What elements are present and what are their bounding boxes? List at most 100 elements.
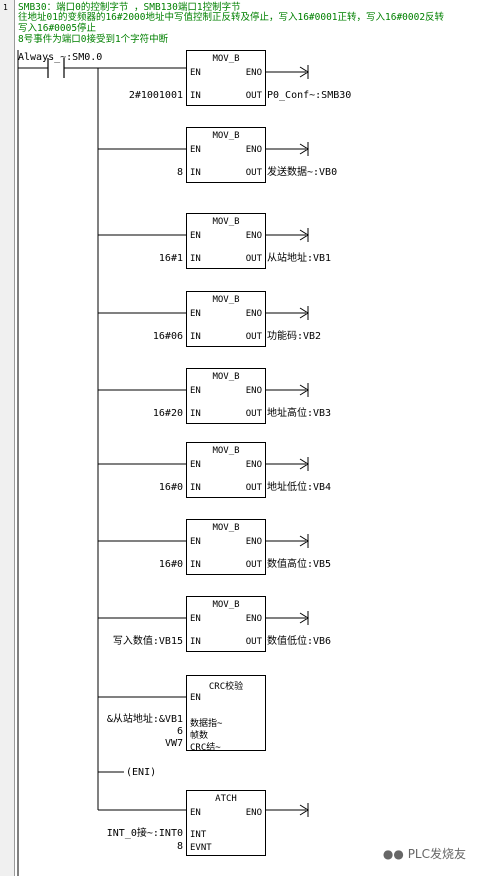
out-value[interactable]: 地址低位:VB4 — [267, 482, 332, 493]
in-pin: IN — [190, 332, 201, 342]
out-pin: OUT — [245, 91, 262, 101]
mov-b-block[interactable]: MOV_B EN ENO IN OUT — [186, 596, 266, 652]
eno-arrow — [299, 142, 309, 156]
in-pin: IN — [190, 483, 201, 493]
out-value[interactable]: 数值低位:VB6 — [267, 636, 332, 647]
atch-int-pin: INT — [190, 830, 207, 840]
en-pin: EN — [190, 460, 201, 470]
en-pin: EN — [190, 537, 201, 547]
out-value[interactable]: 地址高位:VB3 — [267, 408, 332, 419]
out-pin: OUT — [245, 254, 262, 264]
atch-evnt-value[interactable]: 8 — [176, 841, 183, 852]
in-value[interactable]: 16#1 — [158, 253, 183, 264]
network-gutter: 1 — [0, 0, 15, 876]
block-title: MOV_B — [212, 600, 240, 610]
block-title: MOV_B — [212, 54, 240, 64]
eno-pin: ENO — [245, 614, 262, 624]
eno-pin: ENO — [245, 231, 262, 241]
watermark: ●● PLC发烧友 — [383, 845, 466, 862]
eno-arrow — [299, 65, 309, 79]
network-comment-2: 往地址01的变频器的16#2000地址中写值控制正反转及停止，写入16#0001… — [18, 12, 445, 23]
in-pin: IN — [190, 91, 201, 101]
eno-arrow — [299, 383, 309, 397]
in-pin: IN — [190, 409, 201, 419]
mov-b-block[interactable]: MOV_B EN ENO IN OUT — [186, 519, 266, 575]
en-pin: EN — [190, 231, 201, 241]
network-comment-3: 写入16#0005停止 — [18, 23, 97, 34]
atch-block[interactable]: ATCH EN ENO INT EVNT — [186, 790, 266, 856]
out-value[interactable]: 发送数据~:VB0 — [267, 167, 338, 178]
eno-arrow — [299, 228, 309, 242]
eno-pin: ENO — [245, 68, 262, 78]
mov-b-block[interactable]: MOV_B EN ENO IN OUT — [186, 127, 266, 183]
out-value[interactable]: 功能码:VB2 — [267, 331, 322, 342]
eno-arrow — [299, 534, 309, 548]
atch-eno-arrow — [299, 803, 309, 817]
eni-coil-label: ENI — [132, 767, 151, 778]
out-value[interactable]: 从站地址:VB1 — [267, 253, 332, 264]
en-pin: EN — [190, 309, 201, 319]
eno-arrow — [299, 611, 309, 625]
out-pin: OUT — [245, 560, 262, 570]
eni-coil[interactable]: (ENI) — [126, 767, 157, 778]
crc-frame-count-pin: 帧数 — [190, 731, 209, 741]
eno-arrow — [299, 457, 309, 471]
crc-result-value[interactable]: VW7 — [164, 738, 183, 749]
en-pin: EN — [190, 145, 201, 155]
block-title: MOV_B — [212, 446, 240, 456]
wechat-icon: ●● — [382, 847, 404, 861]
block-title: MOV_B — [212, 372, 240, 382]
in-pin: IN — [190, 637, 201, 647]
crc-result-pin: CRC结~ — [190, 743, 221, 753]
out-pin: OUT — [245, 483, 262, 493]
in-value[interactable]: 16#06 — [152, 331, 183, 342]
block-title: MOV_B — [212, 217, 240, 227]
out-pin: OUT — [245, 168, 262, 178]
eno-pin: ENO — [245, 145, 262, 155]
out-pin: OUT — [245, 637, 262, 647]
eno-pin: ENO — [245, 386, 262, 396]
block-title: MOV_B — [212, 131, 240, 141]
block-title: MOV_B — [212, 295, 240, 305]
crc-data-ptr-pin: 数据指~ — [190, 719, 223, 729]
atch-evnt-pin: EVNT — [190, 843, 212, 853]
mov-b-block[interactable]: MOV_B EN ENO IN OUT — [186, 50, 266, 106]
in-value[interactable]: 2#1001001 — [128, 90, 183, 101]
out-pin: OUT — [245, 332, 262, 342]
crc-data-ptr-value[interactable]: &从站地址:&VB1 — [106, 714, 183, 725]
en-pin: EN — [190, 386, 201, 396]
crc-frame-count-value[interactable]: 6 — [176, 726, 183, 737]
atch-int-value[interactable]: INT_0接~:INT0 — [106, 828, 183, 839]
mov-b-block[interactable]: MOV_B EN ENO IN OUT — [186, 442, 266, 498]
in-pin: IN — [190, 560, 201, 570]
in-value[interactable]: 16#0 — [158, 482, 183, 493]
network-comment-1: SMB30：端口0的控制字节 ，SMB130端口1控制字节 — [18, 2, 241, 13]
contact-label[interactable]: Always_~:SM0.0 — [18, 52, 103, 63]
en-pin: EN — [190, 614, 201, 624]
crc-check-block[interactable]: CRC校验 EN 数据指~ 帧数 CRC结~ — [186, 675, 266, 753]
out-value[interactable]: P0_Conf~:SMB30 — [267, 90, 352, 101]
eno-pin: ENO — [245, 537, 262, 547]
block-title: MOV_B — [212, 523, 240, 533]
out-pin: OUT — [245, 409, 262, 419]
in-pin: IN — [190, 254, 201, 264]
in-value[interactable]: 8 — [176, 167, 183, 178]
in-value[interactable]: 16#20 — [152, 408, 183, 419]
atch-eno-pin: ENO — [245, 808, 262, 818]
crc-block-title: CRC校验 — [208, 682, 244, 692]
in-pin: IN — [190, 168, 201, 178]
eno-pin: ENO — [245, 460, 262, 470]
mov-b-block[interactable]: MOV_B EN ENO IN OUT — [186, 368, 266, 424]
eno-arrow — [299, 306, 309, 320]
network-number: 1 — [3, 3, 8, 12]
watermark-text: PLC发烧友 — [407, 847, 466, 861]
mov-b-block[interactable]: MOV_B EN ENO IN OUT — [186, 213, 266, 269]
out-value[interactable]: 数值高位:VB5 — [267, 559, 332, 570]
in-value[interactable]: 16#0 — [158, 559, 183, 570]
en-pin: EN — [190, 68, 201, 78]
atch-en-pin: EN — [190, 808, 201, 818]
in-value[interactable]: 写入数值:VB15 — [112, 636, 183, 647]
atch-block-title: ATCH — [215, 794, 237, 804]
